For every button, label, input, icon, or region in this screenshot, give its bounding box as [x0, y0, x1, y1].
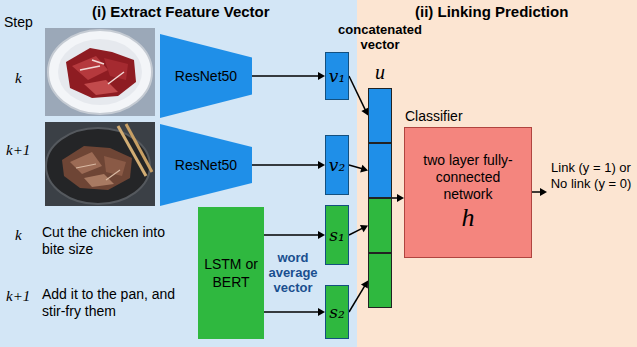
heading-holder: (ii) Linking Prediction [415, 3, 568, 21]
vector-label: v₂ [329, 155, 345, 175]
vector-segment [368, 88, 392, 143]
text-label: Add it to the pan, and stir-fry them [42, 286, 192, 320]
output-arrow [532, 188, 547, 196]
label-holder: k+1 [6, 142, 42, 159]
classifier-heading: Classifier [405, 108, 463, 124]
text-label: k [15, 227, 39, 244]
arrow-head [360, 165, 368, 173]
vector-heading: concatenated vector [334, 22, 426, 52]
cooked-meat-photo [45, 122, 155, 206]
feature-vector: v₁ [325, 52, 349, 100]
vector-segment [368, 198, 392, 253]
heading-holder: (i) Extract Feature Vector [92, 3, 270, 21]
text-label: Step [4, 14, 44, 30]
label-holder: k [15, 227, 39, 244]
connector-arrow [264, 231, 325, 239]
heading-holder: Classifier [405, 107, 463, 125]
heading-holder: u [368, 61, 392, 83]
arrow-head [318, 231, 325, 239]
connector-arrow [264, 308, 325, 316]
heading-holder: concatenated vector [334, 22, 426, 52]
connector-arrow [349, 165, 368, 173]
sentence-vector: s₂ [325, 285, 349, 339]
block-label: LSTM or BERT [202, 255, 260, 291]
encoder-box: LSTM or BERT [198, 207, 264, 339]
section-heading: (i) Extract Feature Vector [92, 3, 270, 20]
label-holder: k+1 [6, 288, 42, 305]
connector-arrow [252, 161, 325, 169]
label-holder: k [15, 70, 39, 87]
arrow-head [397, 194, 404, 202]
right-background [357, 0, 637, 347]
vector-label: v₁ [329, 66, 345, 86]
arrow-head [318, 308, 325, 316]
classifier-box: Classifiertwo layer fully-connected netw… [404, 127, 532, 258]
label-holder: Cut the chicken into bite size [42, 224, 188, 258]
classifier-text: two layer fully-connected network [411, 152, 525, 203]
connector-line [264, 234, 319, 236]
connector-arrow [252, 72, 325, 80]
classifier-symbol: h [462, 203, 475, 233]
connector-line [252, 75, 319, 77]
text-label: k [15, 70, 39, 87]
arrow-head [360, 225, 368, 232]
label-holder: Step [4, 14, 44, 30]
connector-line [349, 165, 362, 169]
connector-line [264, 311, 319, 313]
feature-vector: v₂ [325, 135, 349, 195]
vector-label: s₁ [329, 225, 345, 245]
raw-meat-photo [45, 28, 155, 116]
vector-label: s₂ [329, 302, 345, 322]
text-label: Cut the chicken into bite size [42, 224, 188, 258]
arrow-head [318, 161, 325, 169]
text-label: k+1 [6, 142, 42, 159]
text-label: Link (y = 1) or No link (y = 0) [548, 160, 634, 192]
text-label: word average vector [264, 250, 322, 295]
vector-symbol: u [375, 61, 385, 83]
label-holder: word average vector [264, 250, 322, 295]
text-label: k+1 [6, 288, 42, 305]
sentence-vector: s₁ [325, 205, 349, 265]
connector-arrow [349, 281, 368, 313]
connector-line [252, 164, 319, 166]
connector-line [349, 228, 363, 235]
left-background [0, 0, 357, 347]
resnet-block: ResNet50 [160, 34, 252, 118]
label-holder: Add it to the pan, and stir-fry them [42, 286, 192, 320]
block-label: ResNet50 [175, 157, 237, 173]
resnet-block: ResNet50 [160, 124, 252, 206]
connector-line [349, 76, 365, 110]
vector-segment [368, 143, 392, 198]
vector-segment [368, 253, 392, 308]
section-heading: (ii) Linking Prediction [415, 3, 568, 20]
block-label: ResNet50 [175, 68, 237, 84]
arrow-head [318, 72, 325, 80]
label-holder: Link (y = 1) or No link (y = 0) [548, 160, 634, 192]
connector-arrow [349, 76, 369, 116]
arrow-head [361, 281, 368, 289]
concatenated-vector: concatenated vectoru [368, 88, 392, 308]
connector-line [349, 286, 365, 312]
connector-arrow [349, 225, 368, 235]
connector-arrow [392, 194, 404, 202]
